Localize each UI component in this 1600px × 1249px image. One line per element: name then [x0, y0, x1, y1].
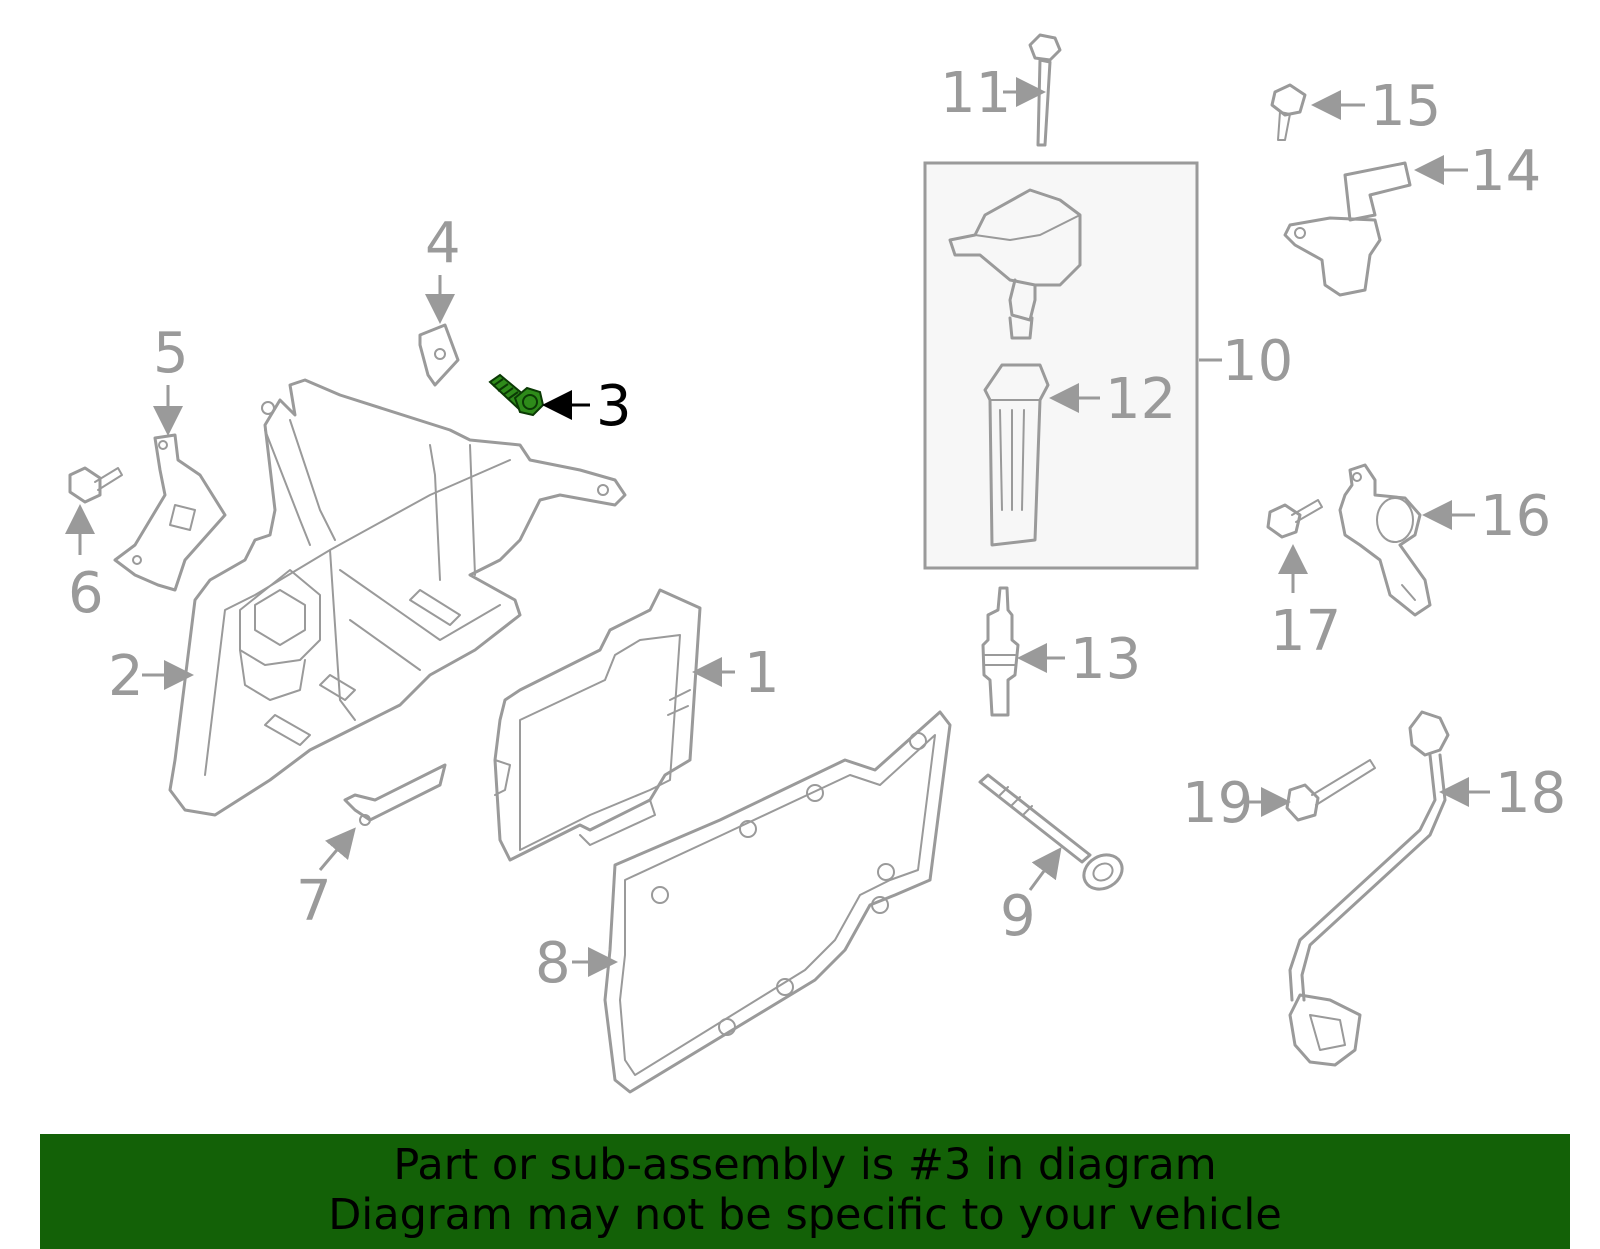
callout-17: 17	[1270, 599, 1341, 664]
part-18-knock-sensor	[1288, 710, 1450, 1067]
part-17-bolt	[1266, 499, 1323, 539]
part-3-bolt-highlighted	[488, 373, 545, 417]
callout-3: 3	[596, 374, 632, 439]
part-14-sensor	[1283, 161, 1412, 297]
leader-lines	[65, 77, 1490, 977]
part-19-bolt	[1285, 759, 1376, 822]
info-banner: Part or sub-assembly is #3 in diagram Di…	[40, 1134, 1570, 1249]
part-5-bracket	[113, 433, 227, 592]
part-9-bolt	[978, 773, 1124, 891]
callout-2: 2	[108, 644, 144, 709]
part-1-control-module	[493, 588, 702, 862]
callout-10: 10	[1222, 329, 1293, 394]
callout-11: 11	[940, 61, 1011, 126]
part-16-sensor	[1338, 463, 1432, 617]
callout-18: 18	[1495, 761, 1566, 826]
banner-line-1: Part or sub-assembly is #3 in diagram	[393, 1140, 1217, 1190]
part-15-bolt	[1270, 83, 1307, 141]
callout-6: 6	[68, 561, 104, 626]
part-13-spark-plug	[981, 586, 1020, 717]
banner-line-2: Diagram may not be specific to your vehi…	[328, 1190, 1282, 1240]
callout-12: 12	[1105, 367, 1176, 432]
callout-9: 9	[1000, 884, 1036, 949]
callout-19: 19	[1182, 771, 1253, 836]
callout-1: 1	[744, 641, 780, 706]
part-2-bracket	[168, 378, 627, 817]
callout-16: 16	[1480, 484, 1551, 549]
part-4-clip	[418, 323, 460, 387]
part-8-cover	[603, 710, 952, 1094]
callout-7: 7	[296, 869, 332, 934]
callout-13: 13	[1070, 627, 1141, 692]
callout-5: 5	[153, 321, 189, 386]
callout-15: 15	[1370, 74, 1441, 139]
callout-14: 14	[1470, 139, 1541, 204]
part-10-box	[923, 161, 1199, 570]
part-11-bolt	[1028, 33, 1062, 147]
callout-4: 4	[425, 211, 461, 276]
part-6-bolt	[68, 466, 123, 504]
callout-labels: 1 2 3 4 5 6 7 8 9 10 11 12 13 14 15 16 1…	[68, 61, 1566, 996]
part-7-strap	[343, 763, 447, 826]
callout-8: 8	[535, 931, 571, 996]
